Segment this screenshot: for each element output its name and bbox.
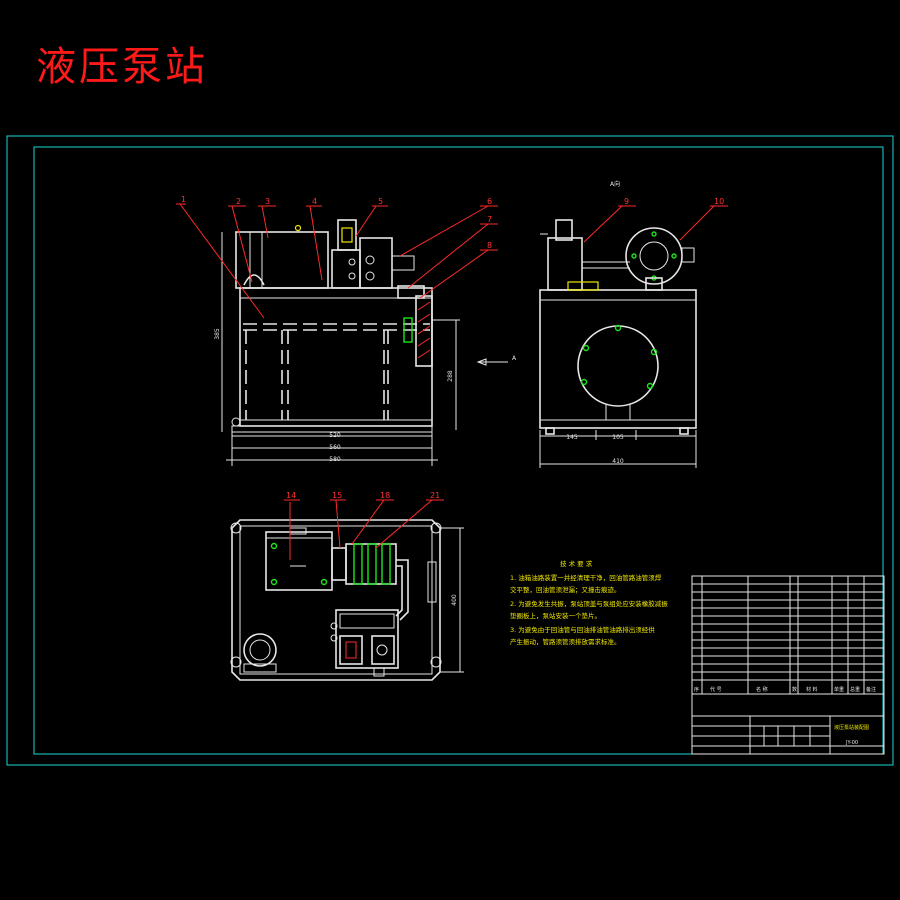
- dim-side-total: 410: [612, 458, 624, 465]
- part-label-3: 3: [265, 197, 270, 206]
- inner-border: [33, 146, 884, 755]
- tb-header-material: 材 料: [806, 686, 818, 693]
- tech-req-line: 产生振动，管路须管须排放需求标准。: [510, 637, 621, 646]
- part-label-2: 2: [236, 197, 241, 206]
- front-leaders: [176, 203, 498, 319]
- dim-front-side: 288: [447, 370, 454, 382]
- dim-side-left: 145: [566, 434, 578, 441]
- tb-header-qty: 数: [792, 686, 797, 693]
- part-label-6: 6: [487, 197, 492, 206]
- side-view: 145 105 410: [539, 219, 697, 468]
- part-label-8: 8: [487, 241, 492, 250]
- arrow-a-label: A: [512, 355, 517, 362]
- part-label-15: 15: [332, 491, 342, 500]
- part-label-9: 9: [624, 197, 629, 206]
- tech-req-heading: 技 术 要 求: [560, 559, 593, 568]
- tech-req-line: 3. 为避免由于回油管与回油排油管油路排出须经供: [510, 625, 655, 634]
- tb-header-total-weight: 总重: [850, 686, 860, 693]
- front-view: 520 560 580 385 288 A: [214, 219, 517, 466]
- drawing-number: JY-00: [845, 740, 858, 746]
- tech-requirements: 技 术 要 求 1. 油箱油路装置一并经清理干净，回油管路油管须焊 交平整，回油…: [510, 559, 668, 646]
- dim-front-outer: 580: [329, 456, 341, 463]
- part-label-5: 5: [378, 197, 383, 206]
- outer-border: [6, 135, 894, 766]
- drawing-name: 液压泵站装配图: [834, 724, 869, 731]
- title-block: 序 代 号 名 称 数 材 料 单重 总重 备注 液压泵站装配图 JY-00: [691, 575, 885, 755]
- dim-plan-height: 400: [451, 594, 458, 606]
- tb-header-name: 名 称: [756, 686, 768, 693]
- tb-header-remark: 备注: [866, 686, 876, 693]
- tb-header-unit-weight: 单重: [834, 686, 844, 693]
- tb-header-seq: 序: [694, 686, 699, 693]
- dim-front-height: 385: [214, 328, 221, 340]
- part-label-21: 21: [430, 491, 440, 500]
- dim-side-mid: 105: [612, 434, 624, 441]
- part-label-10: 10: [714, 197, 724, 206]
- tech-req-line: 2. 为避免发生共振，泵站顶盖与泵组处应安装橡胶减振: [510, 599, 668, 608]
- part-label-4: 4: [312, 197, 317, 206]
- tech-req-line: 垫圈板上，泵站安装一个垫片。: [510, 611, 601, 620]
- part-label-1: 1: [181, 195, 186, 204]
- dim-front-mid: 560: [329, 444, 341, 451]
- drawing-title: 液压泵站: [36, 44, 208, 90]
- tech-req-line: 交平整，回油管须泄漏；又撞击痕迹。: [510, 585, 621, 594]
- part-label-14: 14: [286, 491, 296, 500]
- dim-front-inner: 520: [329, 432, 341, 439]
- plan-view: 400: [230, 519, 464, 681]
- tech-req-line: 1. 油箱油路装置一并经清理干净，回油管路油管须焊: [510, 573, 662, 582]
- part-label-18: 18: [380, 491, 390, 500]
- tb-header-code: 代 号: [710, 686, 722, 693]
- view-a-label: A向: [610, 180, 620, 188]
- part-label-7: 7: [487, 215, 492, 224]
